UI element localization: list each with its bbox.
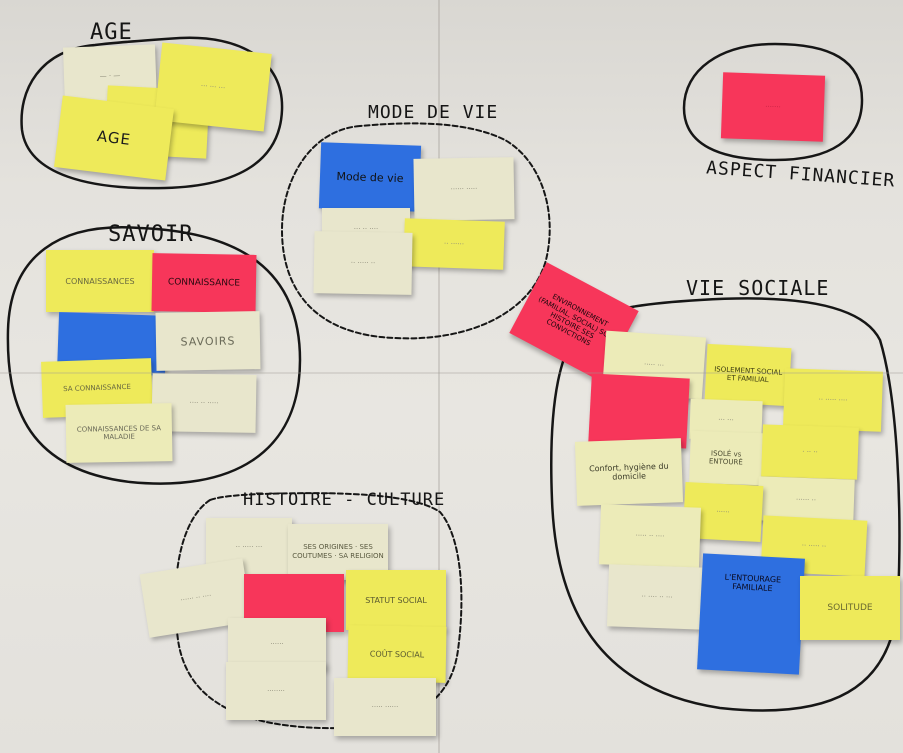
sticky-note-confort-hygiene: Confort, hygiène du domicile — [574, 438, 684, 506]
sticky-note-connaissances-de-sa-maladie: CONNAISSANCES DE SA MALADIE — [65, 403, 173, 463]
note-label: ISOLEMENT SOCIAL ET FAMILIAL — [713, 365, 783, 385]
note-label: SOLITUDE — [827, 603, 873, 613]
sticky-note-ses-origines: SES ORIGINES · SES COUTUMES · SA RELIGIO… — [288, 524, 388, 580]
note-label: CONNAISSANCE — [167, 277, 241, 289]
sticky-note-isolement: ISOLEMENT SOCIAL ET FAMILIAL — [704, 343, 792, 407]
sticky-note: ·· ···· ·· ··· — [606, 564, 708, 630]
histoire-culture-outline — [174, 492, 463, 730]
aspect-financier-outline — [682, 42, 864, 162]
note-label: L'ENTOURAGE FAMILIALE — [724, 572, 782, 594]
sticky-note-age: AGE — [54, 95, 174, 181]
sticky-note: ····· ·· ···· — [598, 504, 702, 568]
sticky-note: ······ — [228, 618, 326, 670]
note-label: STATUT SOCIAL — [365, 595, 427, 605]
savoir-outline — [6, 226, 302, 485]
note-label: CONNAISSANCES — [65, 276, 135, 286]
group-title-histoire-culture: HISTOIRE - CULTURE — [243, 490, 446, 510]
group-title-mode-de-vie: MODE DE VIE — [368, 102, 499, 123]
sticky-note: ········ — [226, 662, 326, 720]
sticky-note: ····· ······ — [334, 678, 436, 736]
group-title-savoir: SAVOIR — [108, 222, 194, 247]
sticky-note-savoirs: SAVOIRS — [155, 311, 261, 371]
note-label: COÛT SOCIAL — [369, 649, 425, 659]
note-label: SES ORIGINES · SES COUTUMES · SA RELIGIO… — [292, 542, 384, 560]
sticky-note-solitude: SOLITUDE — [800, 576, 900, 640]
sticky-note-mode-de-vie: Mode de vie — [318, 142, 422, 212]
sticky-note-entourage-familiale: L'ENTOURAGE FAMILIALE — [697, 553, 805, 675]
sticky-note-cout-social: COÛT SOCIAL — [347, 625, 447, 683]
sticky-note: ·· ······ — [403, 218, 505, 270]
note-label: Confort, hygiène du domicile — [588, 461, 669, 482]
note-label: ISOLÉ vs ENTOURÉ — [708, 449, 743, 467]
note-label: SA CONNAISSANCE — [63, 382, 131, 394]
sticky-note — [588, 373, 690, 449]
sticky-note: ······ ····· — [413, 157, 515, 221]
note-label: AGE — [95, 126, 133, 150]
age-outline — [20, 36, 284, 190]
sticky-note: · ·· ·· — [761, 424, 859, 480]
sticky-note-connaissances: CONNAISSANCES — [46, 250, 154, 312]
mode-de-vie-outline — [280, 122, 551, 340]
group-title-vie-sociale: VIE SOCIALE — [686, 276, 830, 300]
sticky-note-connaissance: CONNAISSANCE — [151, 253, 257, 313]
sticky-note-statut-social: STATUT SOCIAL — [346, 570, 446, 630]
note-label: CONNAISSANCES DE SA MALADIE — [76, 424, 162, 442]
sticky-note: ······· — [720, 72, 826, 142]
group-title-age: AGE — [90, 20, 133, 45]
sticky-note: ·· ····· ···· — [782, 368, 884, 432]
sticky-note: ·· ····· ·· — [313, 231, 413, 295]
note-label: SAVOIRS — [180, 334, 236, 348]
sticky-note-isole-vs-entoure: ISOLÉ vs ENTOURÉ — [689, 430, 763, 486]
note-label: Mode de vie — [336, 169, 404, 185]
